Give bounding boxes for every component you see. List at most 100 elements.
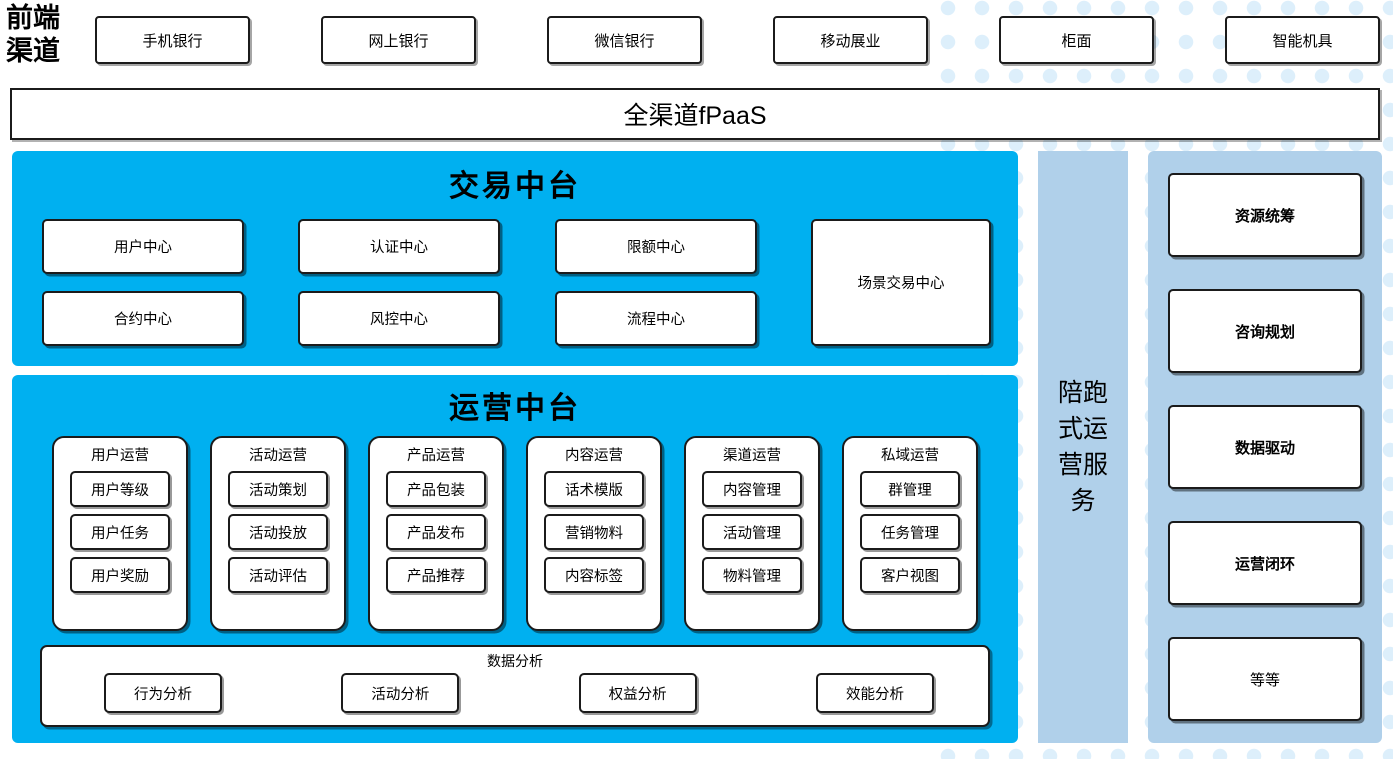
service-card-consulting-planning[interactable]: 咨询规划 — [1168, 289, 1362, 373]
trade-box-label: 风控中心 — [370, 312, 428, 328]
channel-label-text: 智能机具 — [1272, 32, 1333, 50]
ops-item[interactable]: 活动策划 — [228, 471, 328, 507]
service-card-label: 数据驱动 — [1234, 439, 1295, 457]
ops-column-content-operations[interactable]: 内容运营 话术模版 营销物料 内容标签 — [526, 436, 662, 631]
ops-item-label: 营销物料 — [565, 525, 623, 542]
ops-item[interactable]: 用户等级 — [70, 471, 170, 507]
ops-item[interactable]: 产品包装 — [386, 471, 486, 507]
ops-item[interactable]: 内容标签 — [544, 557, 644, 593]
ops-column-campaign-operations[interactable]: 活动运营 活动策划 活动投放 活动评估 — [210, 436, 346, 631]
ops-column-title: 用户运营 — [91, 448, 149, 464]
ops-item[interactable]: 产品推荐 — [386, 557, 486, 593]
trade-box-contract-center[interactable]: 合约中心 — [42, 291, 244, 346]
trade-box-scenario-trade-center[interactable]: 场景交易中心 — [811, 219, 991, 346]
ops-item-label: 产品推荐 — [407, 568, 465, 585]
analysis-item-label: 权益分析 — [608, 686, 667, 703]
data-analysis-title: 数据分析 — [487, 653, 543, 669]
channel-box-smart-machine[interactable]: 智能机具 — [1225, 16, 1380, 64]
data-analysis-items: 行为分析 活动分析 权益分析 效能分析 — [104, 673, 934, 713]
ops-column-private-domain-operations[interactable]: 私域运营 群管理 任务管理 客户视图 — [842, 436, 978, 631]
ops-item-label: 用户等级 — [91, 482, 149, 499]
ops-item-label: 话术模版 — [565, 482, 623, 499]
ops-item-label: 用户任务 — [91, 525, 149, 542]
channel-row: 手机银行 网上银行 微信银行 移动展业 柜面 智能机具 — [95, 16, 1380, 64]
ops-column-title: 活动运营 — [249, 448, 307, 464]
data-analysis-band: 数据分析 行为分析 活动分析 权益分析 效能分析 — [40, 645, 990, 727]
trade-box-process-center[interactable]: 流程中心 — [555, 291, 757, 346]
ops-item-label: 物料管理 — [723, 568, 781, 585]
analysis-item-efficiency[interactable]: 效能分析 — [815, 673, 934, 713]
ops-column-title: 产品运营 — [407, 448, 465, 464]
analysis-item-label: 效能分析 — [845, 686, 904, 703]
trade-box-label: 流程中心 — [627, 312, 685, 328]
ops-item-label: 活动评估 — [249, 568, 307, 585]
ops-item-label: 产品发布 — [407, 525, 465, 542]
ops-item[interactable]: 活动投放 — [228, 514, 328, 550]
trade-platform-grid: 用户中心 认证中心 限额中心 合约中心 风控中心 流程中心 场景交易中心 — [42, 219, 991, 347]
analysis-item-benefits[interactable]: 权益分析 — [578, 673, 697, 713]
service-card-data-driven[interactable]: 数据驱动 — [1168, 405, 1362, 489]
analysis-item-campaign[interactable]: 活动分析 — [341, 673, 460, 713]
ops-column-user-operations[interactable]: 用户运营 用户等级 用户任务 用户奖励 — [52, 436, 188, 631]
trade-box-risk-center[interactable]: 风控中心 — [298, 291, 500, 346]
trade-box-user-center[interactable]: 用户中心 — [42, 219, 244, 274]
ops-item-label: 活动投放 — [249, 525, 307, 542]
channel-label-text: 移动展业 — [820, 32, 881, 50]
service-card-label: 资源统筹 — [1234, 207, 1295, 225]
ops-item[interactable]: 物料管理 — [702, 557, 802, 593]
channel-label-text: 手机银行 — [142, 32, 203, 50]
ops-item-label: 客户视图 — [881, 568, 939, 585]
ops-item[interactable]: 用户任务 — [70, 514, 170, 550]
omnichannel-fpaas-bar[interactable]: 全渠道fPaaS — [10, 88, 1380, 140]
channel-box-counter[interactable]: 柜面 — [999, 16, 1154, 64]
ops-item[interactable]: 用户奖励 — [70, 557, 170, 593]
ops-column-title: 渠道运营 — [723, 448, 781, 464]
analysis-item-behavior[interactable]: 行为分析 — [104, 673, 222, 713]
ops-item[interactable]: 内容管理 — [702, 471, 802, 507]
ops-item-label: 活动管理 — [723, 525, 781, 542]
ops-item-label: 活动策划 — [249, 482, 307, 499]
channel-box-mobile-bank[interactable]: 手机银行 — [95, 16, 250, 64]
ops-item-label: 群管理 — [888, 482, 932, 499]
ops-item[interactable]: 群管理 — [860, 471, 960, 507]
trade-box-auth-center[interactable]: 认证中心 — [298, 219, 500, 274]
trade-box-label: 合约中心 — [114, 312, 172, 328]
service-card-etc[interactable]: 等等 — [1168, 637, 1362, 721]
service-capability-column: 资源统筹 咨询规划 数据驱动 运营闭环 等等 — [1148, 151, 1382, 743]
service-card-resource-coordination[interactable]: 资源统筹 — [1168, 173, 1362, 257]
front-end-channel-label: 前端渠道 — [6, 3, 60, 66]
trade-box-label: 场景交易中心 — [857, 276, 945, 292]
trade-middle-platform-panel: 交易中台 用户中心 认证中心 限额中心 合约中心 风控中心 流程中心 场景交易中… — [12, 151, 1018, 366]
trade-box-limit-center[interactable]: 限额中心 — [555, 219, 757, 274]
service-card-label: 咨询规划 — [1234, 323, 1295, 341]
ops-item[interactable]: 话术模版 — [544, 471, 644, 507]
operations-columns: 用户运营 用户等级 用户任务 用户奖励 活动运营 活动策划 活动投放 活动评估 … — [52, 436, 978, 631]
service-card-label: 运营闭环 — [1234, 555, 1295, 573]
ops-item[interactable]: 活动评估 — [228, 557, 328, 593]
service-card-label: 等等 — [1249, 671, 1280, 689]
accompanying-operation-service-label-column: 陪跑式运营服务 — [1038, 151, 1128, 743]
ops-item-label: 内容管理 — [723, 482, 781, 499]
ops-item[interactable]: 活动管理 — [702, 514, 802, 550]
ops-column-product-operations[interactable]: 产品运营 产品包装 产品发布 产品推荐 — [368, 436, 504, 631]
service-card-operation-closed-loop[interactable]: 运营闭环 — [1168, 521, 1362, 605]
ops-item-label: 任务管理 — [881, 525, 939, 542]
trade-platform-title: 交易中台 — [449, 170, 581, 203]
fpaas-label: 全渠道fPaaS — [623, 102, 767, 130]
ops-item[interactable]: 产品发布 — [386, 514, 486, 550]
ops-item[interactable]: 营销物料 — [544, 514, 644, 550]
ops-column-channel-operations[interactable]: 渠道运营 内容管理 活动管理 物料管理 — [684, 436, 820, 631]
ops-item[interactable]: 任务管理 — [860, 514, 960, 550]
channel-box-online-bank[interactable]: 网上银行 — [321, 16, 476, 64]
ops-item[interactable]: 客户视图 — [860, 557, 960, 593]
channel-box-mobile-business[interactable]: 移动展业 — [773, 16, 928, 64]
trade-box-label: 用户中心 — [114, 240, 172, 256]
channel-label-text: 微信银行 — [594, 32, 655, 50]
trade-box-label: 认证中心 — [370, 240, 428, 256]
channel-label-text: 柜面 — [1061, 32, 1092, 50]
channel-box-wechat-bank[interactable]: 微信银行 — [547, 16, 702, 64]
ops-column-title: 私域运营 — [881, 448, 939, 464]
analysis-item-label: 行为分析 — [134, 686, 192, 703]
ops-column-title: 内容运营 — [565, 448, 623, 464]
